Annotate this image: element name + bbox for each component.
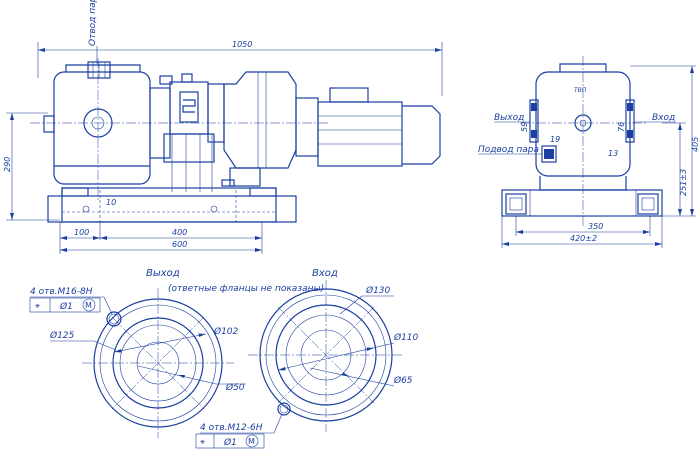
inlet-frame-tol: Ø1 <box>223 437 237 448</box>
steam-supply-label: Подвод пара <box>478 145 539 155</box>
outlet-d-bore: Ø50 <box>225 382 245 393</box>
outlet-d-102: Ø102 <box>213 326 239 337</box>
dim-outlet-offset: 59 <box>520 122 529 132</box>
dim-height-total: 405 <box>691 137 700 152</box>
dim-350: 350 <box>588 222 603 231</box>
outlet-frame-tol: Ø1 <box>59 301 73 312</box>
end-view: ТВП Выход Вход Подвод пара 59 76 19 13 <box>478 56 700 248</box>
outlet-flange: 4 отв.М16-8Н ⌖ Ø1 M Ø125 Ø102 Ø50 <box>29 287 246 438</box>
outlet-label: Выход <box>494 113 524 123</box>
outlet-frame-mod: M <box>85 301 92 310</box>
outlet-holes-callout: 4 отв.М16-8Н <box>30 287 93 297</box>
dim-small: 10 <box>106 198 116 207</box>
steam-outlet-label: Отвод пара <box>88 0 98 46</box>
flanges-note: (ответные фланцы не показаны) <box>168 284 324 294</box>
side-view: Отвод пара 1050 290 <box>3 0 443 254</box>
dim-base-length: 600 <box>172 240 187 249</box>
dim-left-offset: 100 <box>74 228 89 237</box>
inlet-d-110: Ø110 <box>393 332 419 343</box>
inlet-d-bore: Ø65 <box>393 375 413 386</box>
svg-text:ТВП: ТВП <box>574 87 587 94</box>
dim-base-inner: 400 <box>172 228 187 237</box>
inlet-flange: Ø130 Ø110 Ø65 4 отв.М12-6Н ⌖ Ø1 M <box>195 280 419 449</box>
dim-axis-height: 251±3 <box>679 169 688 196</box>
inlet-frame-symbol: ⌖ <box>200 438 205 448</box>
inlet-holes-callout: 4 отв.М12-6Н <box>200 423 263 433</box>
inlet-flange-title: Вход <box>312 268 338 279</box>
inlet-d-130: Ø130 <box>365 285 391 296</box>
inlet-label: Вход <box>652 113 675 123</box>
outlet-d-bolt-circle: Ø125 <box>49 330 75 341</box>
outlet-flange-title: Выход <box>146 268 180 279</box>
dim-supply: 19 <box>550 135 560 144</box>
dim-height: 290 <box>3 157 12 172</box>
outlet-frame-symbol: ⌖ <box>35 302 40 312</box>
dim-total-length: 1050 <box>232 40 252 49</box>
dim-inlet-offset: 76 <box>617 122 626 132</box>
dim-13: 13 <box>608 149 618 158</box>
dim-420: 420±2 <box>570 234 597 243</box>
inlet-frame-mod: M <box>248 437 255 446</box>
